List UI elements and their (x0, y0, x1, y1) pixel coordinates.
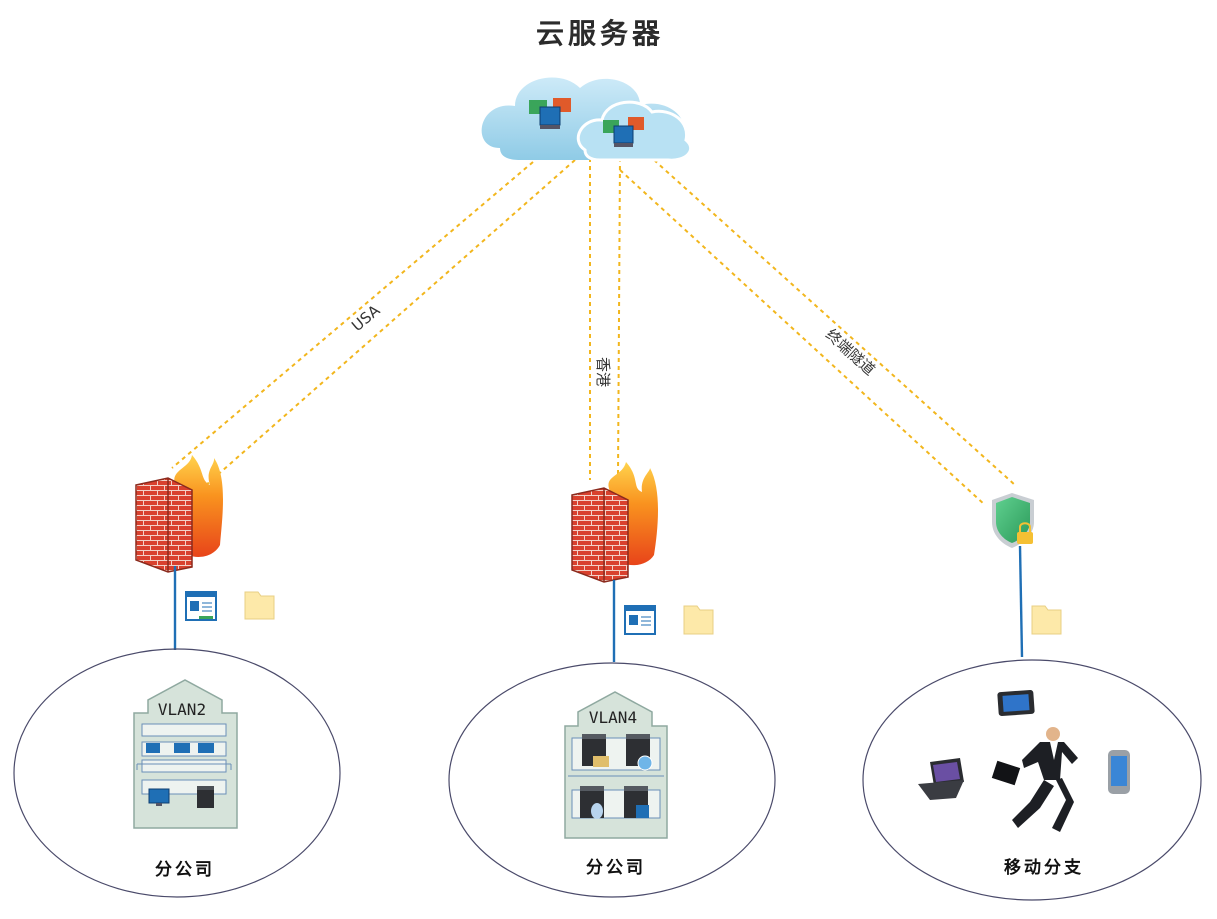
document-icon (624, 605, 656, 635)
firewall-icon (135, 455, 223, 573)
cloud-computer-icon (529, 98, 571, 129)
zone-label-mobile: 移动分支 (1004, 857, 1084, 878)
diagram-title: 云服务器 (536, 17, 664, 50)
tunnel-terminal-a (619, 169, 986, 506)
cloud-computer-icon (603, 117, 644, 147)
link-label-usa: USA (348, 301, 384, 335)
folder-icon (1031, 605, 1062, 635)
computer-icon (148, 788, 170, 806)
zone-label-branch-left: 分公司 (155, 860, 215, 880)
vlan2-label: VLAN2 (158, 700, 206, 719)
server-icon (580, 786, 604, 819)
zone-branch-left (13, 648, 341, 898)
tunnel-usa-a (171, 161, 534, 469)
zone-mobile (862, 659, 1202, 901)
vlan2-building: VLAN2 (133, 679, 238, 829)
vlan4-label: VLAN4 (589, 708, 637, 727)
workstation-icon (146, 743, 214, 753)
folder-icon (683, 605, 714, 635)
server-icon (626, 734, 653, 771)
firewall-icon (571, 462, 658, 583)
server-icon (197, 786, 214, 808)
tunnel-terminal-b (653, 159, 1016, 486)
businessman-icon (991, 727, 1078, 832)
shield-lock-icon (992, 493, 1034, 548)
folder-icon (244, 591, 275, 620)
laptop-icon (918, 758, 964, 800)
link-label-hongkong: 香港 (594, 357, 612, 387)
phone-icon (1108, 750, 1130, 794)
document-icon (185, 591, 217, 621)
vlan4-building: VLAN4 (564, 691, 668, 839)
server-icon (624, 786, 649, 818)
server-icon (582, 734, 609, 767)
cloud-icon (481, 77, 693, 162)
uplink-right (1018, 545, 1024, 658)
zone-label-branch-middle: 分公司 (586, 858, 646, 878)
tunnel-usa-b (204, 159, 576, 487)
zone-branch-middle (448, 662, 776, 898)
tablet-icon (997, 689, 1035, 717)
tunnel-lines (171, 157, 1016, 506)
tunnel-hk-b (617, 157, 621, 477)
link-label-terminal-tunnel: 终端隧道 (822, 326, 879, 380)
